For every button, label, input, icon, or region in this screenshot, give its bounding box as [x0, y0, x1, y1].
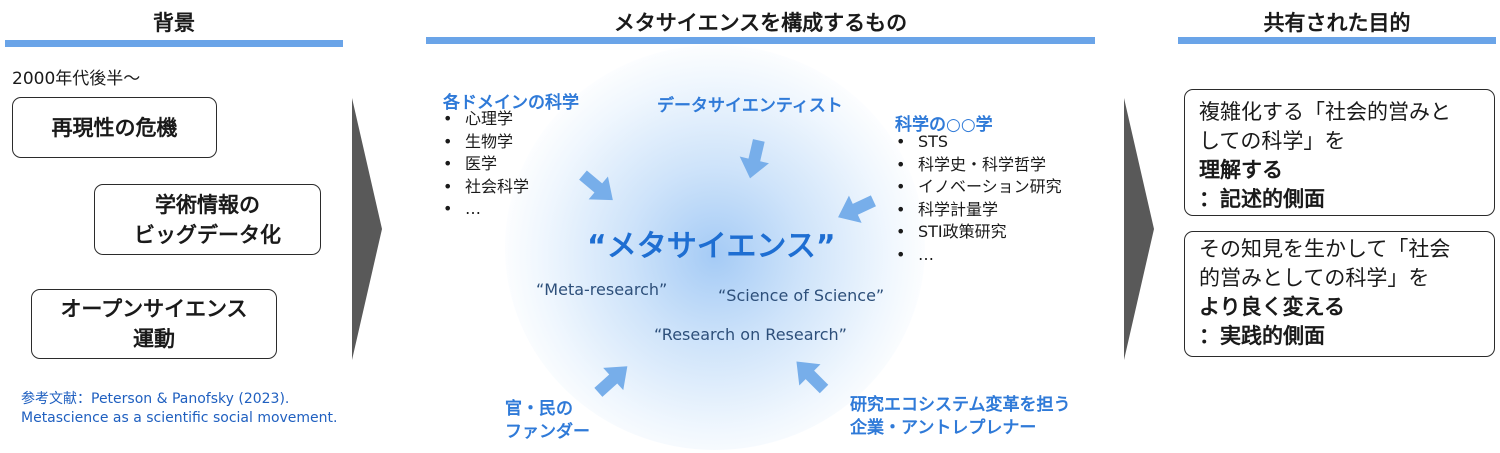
- box-line: ビッグデータ化: [134, 222, 281, 247]
- chevron-right-icon: [352, 98, 382, 360]
- science-of-x-title: 科学の○○学: [895, 115, 993, 135]
- purpose-header: 共有された目的: [1263, 11, 1411, 35]
- data-scientists-title: データサイエンティスト: [657, 96, 843, 116]
- box-line: 運動: [132, 327, 175, 351]
- reference-note: 参考文献：Peterson & Panofsky (2023). Metasci…: [21, 390, 337, 428]
- list-item: •イノベーション研究: [896, 177, 1062, 196]
- purpose-header-bar: [1178, 37, 1496, 44]
- box-reproducibility-crisis: 再現性の危機: [12, 97, 217, 158]
- components-header-bar: [426, 37, 1095, 44]
- funders-line-1: 官・民の: [505, 399, 573, 419]
- list-item: •医学: [443, 154, 498, 173]
- purpose-line: その知見を生かして「社会: [1199, 237, 1451, 261]
- entrepreneurs-line-1: 研究エコシステム変革を担う: [850, 395, 1071, 415]
- chevron-right-icon: [1124, 98, 1154, 360]
- box-line: 再現性の危機: [51, 115, 178, 140]
- reference-line-1: 参考文献：Peterson & Panofsky (2023).: [21, 391, 290, 407]
- box-line: オープンサイエンス: [60, 297, 248, 321]
- purpose-descriptive-box: 複雑化する「社会的営みと しての科学」を理解する ：記述的側面: [1184, 89, 1495, 216]
- purpose-practical-box: その知見を生かして「社会 的営みとしての科学」を より良く変える ：実践的側面: [1184, 231, 1495, 357]
- components-header: メタサイエンスを構成するもの: [613, 11, 908, 35]
- list-item: •…: [896, 244, 934, 264]
- domain-sciences-title: 各ドメインの科学: [443, 93, 579, 113]
- purpose-line: しての科学」を理解する: [1199, 129, 1346, 182]
- arrow-up-left-icon: [785, 350, 835, 400]
- background-header: 背景: [153, 11, 195, 35]
- list-item: •科学計量学: [896, 199, 999, 219]
- entrepreneurs-label: 研究エコシステム変革を担う 企業・アントレプレナー: [850, 394, 1071, 440]
- arrow-up-right-icon: [588, 355, 638, 404]
- purpose-line: 複雑化する「社会的営みと: [1199, 100, 1451, 124]
- purpose-line: 的営みとしての科学」を: [1199, 266, 1430, 290]
- list-item: •心理学: [443, 109, 514, 128]
- box-open-science: オープンサイエンス 運動: [31, 289, 277, 359]
- list-item: •社会科学: [443, 176, 530, 196]
- funders-line-2: ファンダー: [505, 422, 590, 442]
- purpose-line: より良く変える: [1199, 295, 1345, 319]
- arrow-down-icon: [735, 137, 774, 182]
- alias-science-of-science: “Science of Science”: [718, 286, 885, 305]
- alias-research-on-research: “Research on Research”: [654, 325, 847, 344]
- entrepreneurs-line-2: 企業・アントレプレナー: [850, 418, 1037, 438]
- purpose-aspect: ：実践的側面: [1199, 324, 1325, 348]
- metascience-title: “メタサイエンス”: [587, 229, 836, 264]
- domain-sciences-list: •心理学 •生物学 •医学 •社会科学 •…: [443, 108, 529, 221]
- period-label: 2000年代後半～: [12, 69, 141, 89]
- box-big-data: 学術情報の ビッグデータ化: [94, 184, 321, 255]
- list-item: •STI政策研究: [896, 222, 1007, 241]
- arrow-down-right-icon: [573, 163, 623, 212]
- science-of-x-list: •STS •科学史・科学哲学 •イノベーション研究 •科学計量学 •STI政策研…: [896, 131, 1062, 266]
- alias-meta-research: “Meta-research”: [536, 280, 668, 299]
- list-item: •生物学: [443, 131, 514, 151]
- arrow-down-left-icon: [831, 187, 880, 231]
- background-header-bar: [5, 40, 343, 47]
- metascience-glow: [505, 45, 925, 450]
- list-item: •科学史・科学哲学: [896, 154, 1047, 174]
- box-line: 学術情報の: [155, 192, 260, 217]
- list-item: •STS: [896, 132, 949, 151]
- funders-label: 官・民の ファンダー: [505, 398, 590, 444]
- list-item: •…: [443, 199, 481, 218]
- reference-line-2: Metascience as a scientific social movem…: [21, 410, 338, 426]
- purpose-aspect: ：記述的側面: [1199, 187, 1325, 211]
